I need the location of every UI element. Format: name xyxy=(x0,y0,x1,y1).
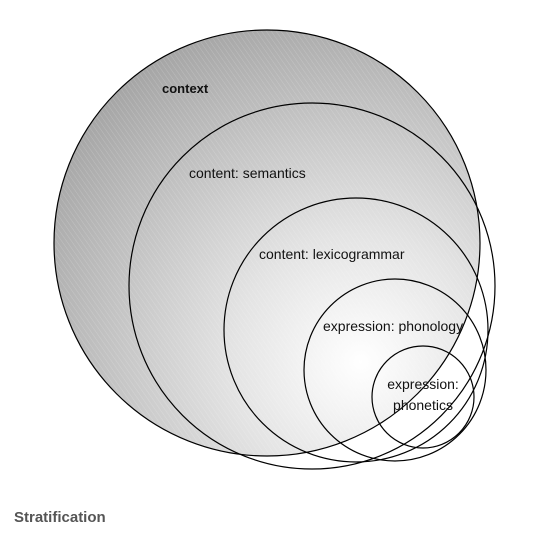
lexicogrammar-label: content: lexicogrammar xyxy=(259,246,405,262)
lexicogrammar-circle xyxy=(223,197,489,463)
context-label: context xyxy=(162,81,209,96)
context-texture xyxy=(55,31,479,455)
phonetics-label-line2: phonetics xyxy=(393,397,453,413)
stratum-lexicogrammar xyxy=(223,197,489,463)
stratum-semantics xyxy=(128,102,496,470)
phonetics-circle xyxy=(371,345,475,449)
phonetics-label-line1: expression: xyxy=(387,376,459,392)
stratum-phonetics xyxy=(371,345,475,449)
stratum-phonology xyxy=(303,278,487,462)
stratification-diagram: context content: semantics content: lexi… xyxy=(53,29,496,470)
semantics-label: content: semantics xyxy=(189,165,306,181)
semantics-circle xyxy=(128,102,496,470)
phonology-label: expression: phonology xyxy=(323,318,463,334)
phonology-circle xyxy=(303,278,487,462)
stratum-context xyxy=(53,29,481,457)
figure-caption: Stratification xyxy=(14,509,106,526)
